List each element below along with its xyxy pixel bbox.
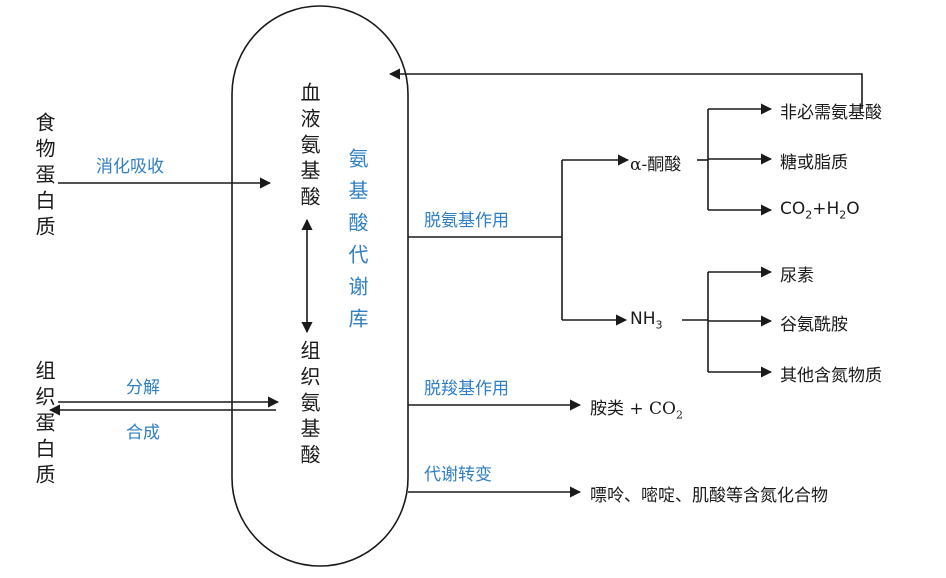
urea-label: 尿素: [780, 266, 814, 286]
keto-acid-label: α-酮酸: [630, 155, 682, 175]
conversion-label: 代谢转变: [424, 465, 492, 485]
metabolic-pool-capsule: [231, 5, 409, 567]
tissue-protein-label: 组织蛋白质: [32, 360, 56, 490]
synthesize-label: 合成: [126, 423, 160, 443]
metabolic-pool-label: 氨基酸代谢库: [345, 148, 369, 340]
decompose-label: 分解: [126, 378, 160, 398]
tissue-amino-acid-label: 组织氨基酸: [297, 340, 321, 470]
nonessential-amino-acid-label: 非必需氨基酸: [780, 103, 882, 123]
deamination-label: 脱氨基作用: [424, 211, 509, 231]
arrow-feedback: [388, 68, 863, 109]
food-protein-label: 食物蛋白质: [32, 112, 56, 242]
other-nitrogen-label: 其他含氮物质: [780, 366, 882, 386]
nh3-label: NH3: [630, 309, 663, 332]
amines-co2-label: 胺类 + CO2: [590, 399, 683, 422]
sugar-fat-label: 糖或脂质: [780, 153, 848, 173]
digest-absorb-label: 消化吸收: [96, 157, 164, 177]
co2-h2o-label: CO2+H2O: [780, 199, 860, 222]
nitrogen-compounds-label: 嘌呤、嘧啶、肌酸等含氮化合物: [590, 486, 828, 506]
decarboxylation-label: 脱羧基作用: [424, 379, 509, 399]
blood-amino-acid-label: 血液氨基酸: [297, 82, 321, 212]
glutamine-label: 谷氨酰胺: [780, 315, 848, 335]
